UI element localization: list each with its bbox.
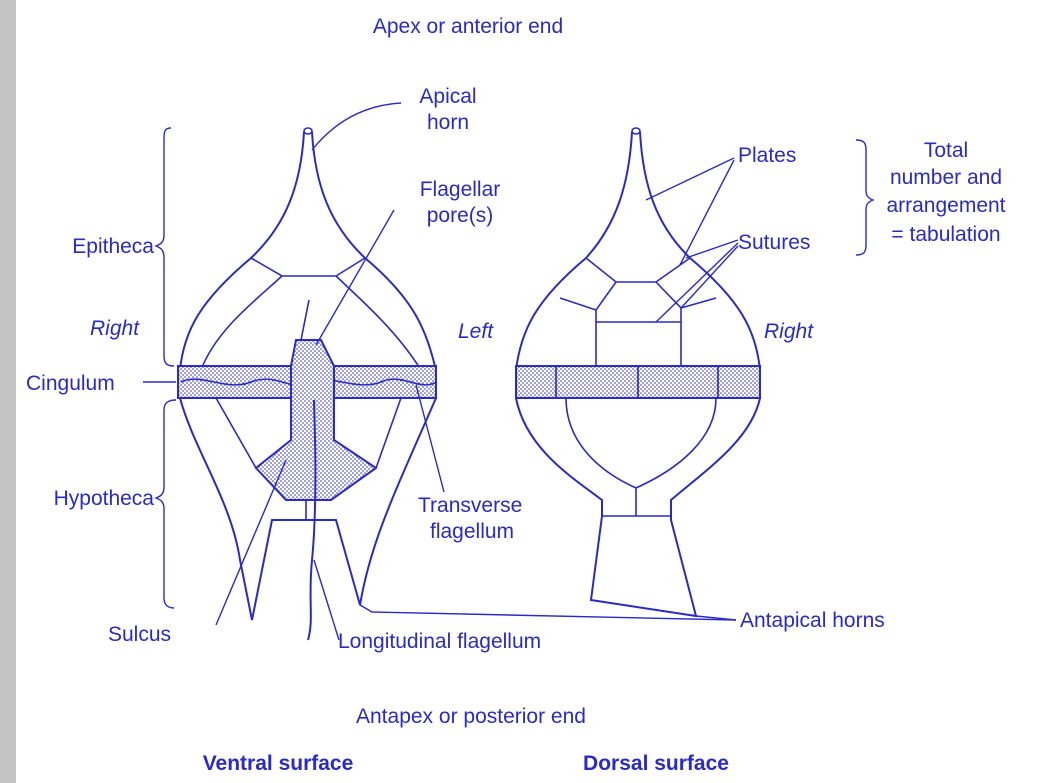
leader-plates-2: [680, 160, 734, 265]
label-antapical-horns: Antapical horns: [740, 609, 885, 632]
label-plates: Plates: [738, 144, 796, 167]
label-longitudinal: Longitudinal flagellum: [338, 630, 541, 653]
dorsal-cell: [516, 128, 760, 616]
dorsal-apical-pore: [632, 128, 640, 134]
leader-plates-1: [646, 158, 734, 200]
label-transverse-2: flagellum: [430, 520, 514, 543]
dinoflagellate-diagram: Apex or anterior end Apical horn Flagell…: [16, 0, 1038, 783]
leader-sutures-3: [681, 246, 738, 308]
label-right-ventral: Right: [90, 317, 140, 340]
label-apical-horn-1: Apical: [419, 85, 476, 108]
dorsal-epitheca-plates: [560, 258, 716, 370]
leader-transverse: [416, 385, 444, 492]
label-apical-horn-2: horn: [427, 111, 469, 134]
label-flagellar-pore-2: pore(s): [427, 204, 494, 227]
label-tabulation-4: = tabulation: [891, 223, 1000, 246]
leader-longitudinal: [314, 560, 339, 640]
brace-tabulation: [856, 140, 873, 255]
label-sutures: Sutures: [738, 231, 810, 254]
label-antapex: Antapex or posterior end: [356, 705, 586, 728]
label-tabulation-3: arrangement: [886, 194, 1005, 217]
leader-apical-horn: [312, 103, 401, 150]
brace-hypotheca: [156, 400, 176, 608]
dorsal-hypotheca-plates: [566, 398, 716, 516]
dorsal-hypotheca-outline: [516, 398, 760, 616]
label-sulcus: Sulcus: [108, 623, 171, 646]
label-tabulation-1: Total: [924, 139, 968, 162]
leader-flagellar-pore: [316, 210, 394, 345]
label-flagellar-pore-1: Flagellar: [420, 178, 501, 201]
brace-epitheca: [156, 128, 174, 366]
label-epitheca: Epitheca: [72, 235, 154, 258]
label-ventral-surface: Ventral surface: [203, 752, 354, 775]
label-apex: Apex or anterior end: [373, 15, 563, 38]
label-left: Left: [458, 320, 494, 343]
label-dorsal-surface: Dorsal surface: [583, 752, 729, 775]
ventral-cell: [178, 128, 436, 640]
label-cingulum: Cingulum: [26, 372, 115, 395]
ventral-epitheca-outline: [180, 132, 436, 370]
label-tabulation-2: number and: [890, 166, 1002, 189]
leader-sulcus: [216, 460, 286, 625]
dorsal-epitheca-outline: [516, 132, 760, 370]
diagram-panel: Apex or anterior end Apical horn Flagell…: [16, 0, 1038, 783]
label-transverse-1: Transverse: [418, 494, 522, 517]
ventral-apical-pore: [304, 128, 312, 134]
label-hypotheca: Hypotheca: [54, 487, 155, 510]
label-right-dorsal: Right: [764, 320, 814, 343]
